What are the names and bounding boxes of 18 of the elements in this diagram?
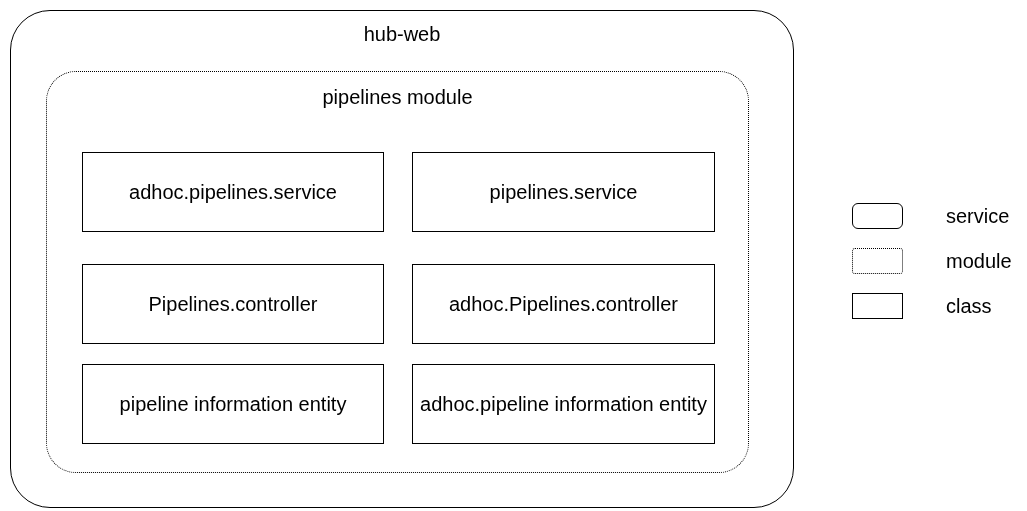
legend-label: class [946,295,992,318]
class-box [82,152,384,232]
container-title: hub-web [363,23,441,46]
class-name: adhoc.pipelines.service [128,180,338,204]
class-name: pipeline information entity [118,392,348,416]
class-box [82,264,384,344]
legend-label: module [946,250,1012,273]
class-name: adhoc.pipeline information entity [419,392,708,416]
class-name: Pipelines.controller [147,292,319,316]
service-container [10,10,794,508]
class-box [82,364,384,444]
class-name: pipelines.service [488,180,639,204]
container-title: pipelines module [322,86,473,109]
class-name: adhoc.Pipelines.controller [448,292,679,316]
class-box [412,364,715,444]
legend-label: service [946,205,1010,228]
class-box [412,264,715,344]
class-box [412,152,715,232]
